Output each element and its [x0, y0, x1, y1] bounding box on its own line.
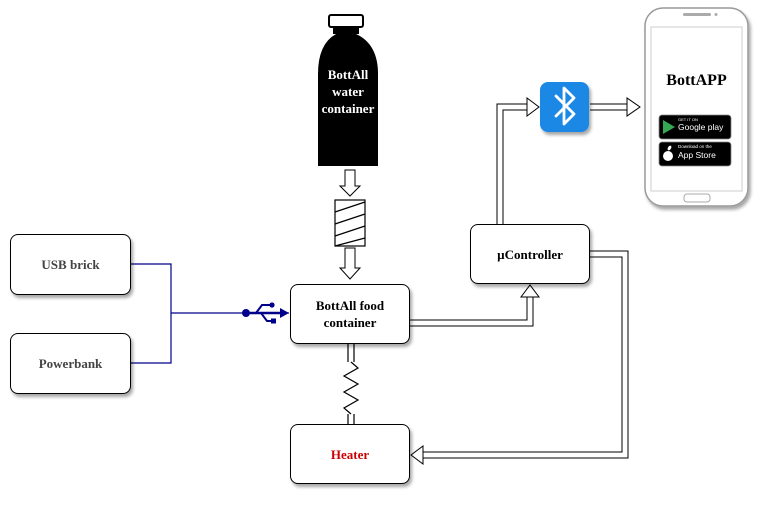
filter-icon — [334, 199, 366, 247]
food-container-label: BottAll food container — [315, 298, 385, 330]
controller-label: µController — [497, 246, 563, 262]
play-store-icon — [663, 120, 675, 134]
app-store-badge[interactable] — [658, 141, 732, 167]
app-store-small-text: Download on the — [678, 144, 712, 149]
google-play-small-text: GET IT ON — [678, 117, 698, 122]
water-container-line3: container — [321, 101, 375, 116]
arrow-filter-to-food — [338, 247, 362, 280]
resistor-icon — [342, 344, 360, 424]
powerbank-label: Powerbank — [38, 356, 103, 371]
usb-icon — [242, 302, 289, 324]
arrow-water-to-filter — [338, 169, 362, 197]
food-container-node[interactable]: BottAll food container — [290, 284, 410, 344]
water-container-label: BottAll water container — [318, 66, 378, 117]
arrow-food-to-controller — [410, 284, 540, 327]
bluetooth-icon[interactable] — [540, 82, 589, 132]
heater-label: Heater — [330, 446, 370, 462]
controller-node[interactable]: µController — [470, 224, 590, 284]
heater-node[interactable]: Heater — [290, 424, 410, 484]
arrow-controller-to-heater — [410, 250, 629, 465]
apple-icon — [663, 145, 673, 161]
app-store-text: App Store — [678, 150, 716, 160]
powerbank-node[interactable]: Powerbank — [10, 333, 131, 394]
phone-device — [644, 7, 749, 207]
usb-brick-label: USB brick — [41, 257, 100, 272]
arrow-bluetooth-to-phone — [590, 97, 641, 117]
arrow-controller-to-bluetooth — [496, 97, 540, 224]
water-container-bottle — [318, 14, 378, 166]
water-container-line2: water — [332, 84, 364, 99]
usb-brick-node[interactable]: USB brick — [10, 234, 131, 295]
google-play-text: Google play — [678, 122, 724, 132]
app-title: BottAPP — [666, 72, 727, 89]
google-play-badge[interactable] — [658, 114, 732, 140]
water-container-line1: BottAll — [327, 67, 369, 82]
